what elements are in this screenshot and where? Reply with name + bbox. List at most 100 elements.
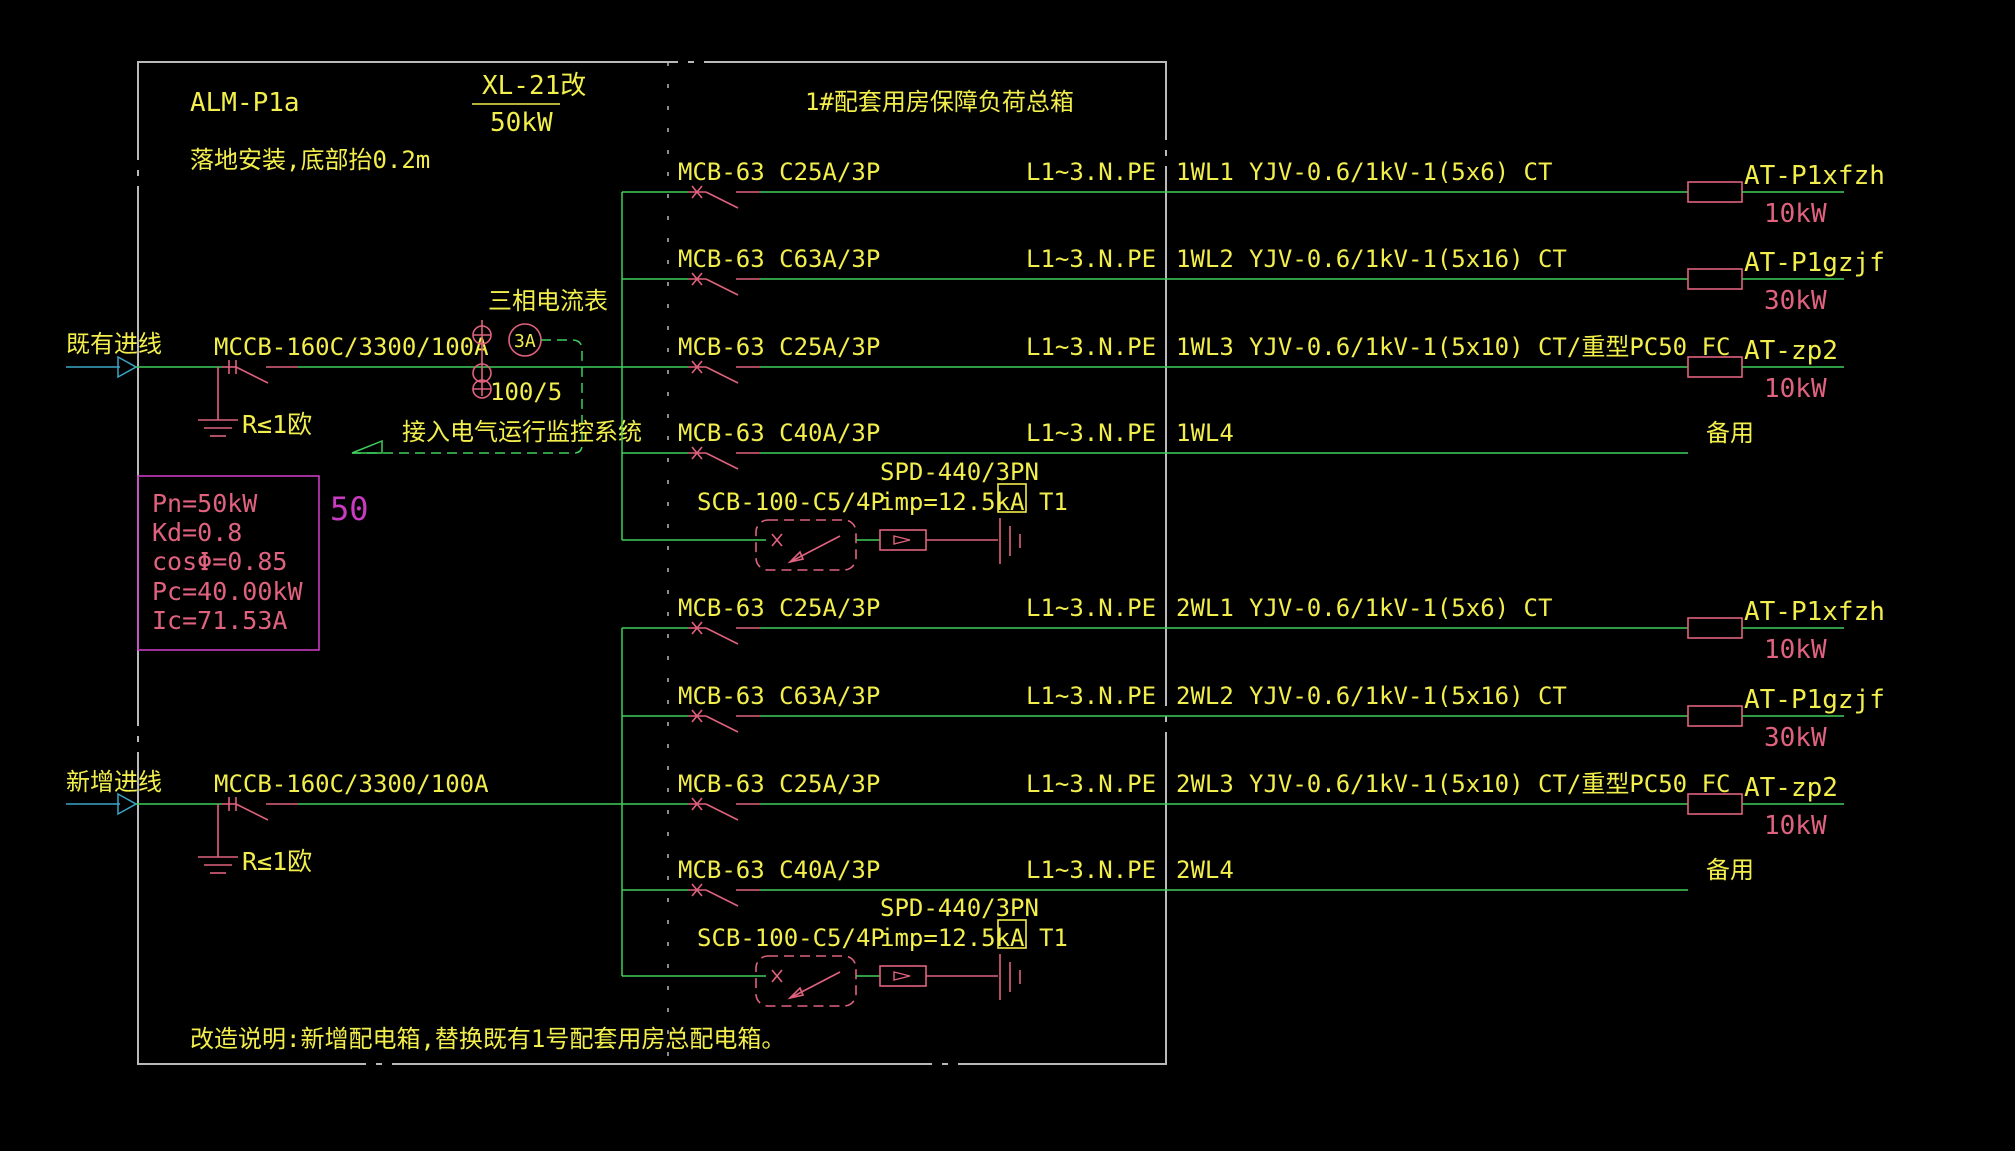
feeder-dest: AT-P1gzjf: [1744, 685, 1885, 715]
panel-rated-power: 50kW: [490, 108, 553, 138]
spd-model: SPD-440/3PN: [880, 458, 1039, 486]
feeder-breaker: MCB-63 C25A/3P: [678, 770, 880, 798]
calc-cos: cosΦ=0.85: [152, 547, 287, 576]
feeder-phase: L1~3.N.PE: [1026, 158, 1156, 186]
mcb-symbol: [688, 883, 760, 907]
calc-tag: 50: [330, 490, 369, 528]
feeder-dest: AT-P1xfzh: [1744, 597, 1885, 627]
spd-arrow: [893, 535, 911, 545]
feeder-breaker: MCB-63 C63A/3P: [678, 245, 880, 273]
feeder-power: 10kW: [1764, 635, 1827, 665]
panel-id: ALM-P1a: [190, 88, 300, 118]
scb-label: SCB-100-C5/4P: [697, 488, 885, 516]
feeder-circuit: 2WL3: [1176, 770, 1234, 798]
feeder-circuit: 2WL4: [1176, 856, 1234, 884]
spd-model: SPD-440/3PN: [880, 894, 1039, 922]
spd-arrow: [893, 971, 911, 981]
incomer-label-1: 既有进线: [66, 330, 162, 358]
feeder-phase: L1~3.N.PE: [1026, 594, 1156, 622]
feeder-breaker: MCB-63 C25A/3P: [678, 158, 880, 186]
feeder-cable: YJV-0.6/1kV-1(5x16) CT: [1249, 682, 1567, 710]
feeder-cable: YJV-0.6/1kV-1(5x6) CT: [1249, 594, 1552, 622]
feeder-breaker: MCB-63 C25A/3P: [678, 594, 880, 622]
monitor-note: 接入电气运行监控系统: [402, 418, 642, 446]
calc-pc: Pc=40.00kW: [152, 577, 303, 606]
calc-ic: Ic=71.53A: [152, 606, 287, 635]
feeder-dest: AT-zp2: [1744, 336, 1838, 366]
feeder-dest: AT-P1gzjf: [1744, 248, 1885, 278]
feeder-power: 10kW: [1764, 811, 1827, 841]
incomer-breaker-1: MCCB-160C/3300/100A: [214, 333, 489, 361]
feeder-breaker: MCB-63 C25A/3P: [678, 333, 880, 361]
mcb-symbol: [688, 709, 760, 733]
meter-symbol: 3A: [514, 331, 536, 352]
incomer-arrow-2: [117, 792, 138, 816]
mcb-symbol: [688, 797, 760, 821]
feeder-dest: AT-zp2: [1744, 773, 1838, 803]
monitor-dashed-link: [352, 339, 583, 454]
feeder-phase: L1~3.N.PE: [1026, 682, 1156, 710]
feeder-breaker: MCB-63 C40A/3P: [678, 419, 880, 447]
spd-ground-symbol: [999, 954, 1021, 1000]
feeder-row: MCB-63 C63A/3P L1~3.N.PE 1WL2 YJV-0.6/1kV-1…: [622, 245, 1885, 316]
feeder-phase: L1~3.N.PE: [1026, 770, 1156, 798]
feeder-phase: L1~3.N.PE: [1026, 333, 1156, 361]
scb-symbol: [771, 533, 841, 564]
feeder-cable: YJV-0.6/1kV-1(5x10) CT/重型PC50 FC: [1249, 333, 1730, 361]
feeder-cable: YJV-0.6/1kV-1(5x16) CT: [1249, 245, 1567, 273]
scb-dashed-box: [755, 519, 857, 571]
mccb-symbol-2: [198, 797, 298, 874]
spd-fuse-box: [879, 529, 927, 551]
incomer-ground-2: R≤1欧: [242, 847, 312, 876]
feeder-circuit: 1WL2: [1176, 245, 1234, 273]
feeder-dest: 备用: [1706, 419, 1754, 447]
panel-model: XL-21改: [482, 71, 586, 101]
mcb-symbol: [688, 185, 760, 209]
calc-pn: Pn=50kW: [152, 489, 258, 518]
feeder-circuit: 1WL4: [1176, 419, 1234, 447]
scb-symbol: [771, 969, 841, 1000]
feeder-breaker: MCB-63 C40A/3P: [678, 856, 880, 884]
feeder-cable: YJV-0.6/1kV-1(5x6) CT: [1249, 158, 1552, 186]
incomer-breaker-2: MCCB-160C/3300/100A: [214, 770, 489, 798]
spd-fuse-box: [879, 965, 927, 987]
spd-box: [997, 483, 1027, 513]
feeder-dest: 备用: [1706, 856, 1754, 884]
load-box: [1687, 268, 1743, 290]
feeder-circuit: 1WL3: [1176, 333, 1234, 361]
load-box: [1687, 181, 1743, 203]
feeder-power: 30kW: [1764, 286, 1827, 316]
feeder-phase: L1~3.N.PE: [1026, 245, 1156, 273]
ct-ratio: 100/5: [490, 378, 562, 406]
spd-ground-symbol: [999, 518, 1021, 564]
monitor-arrow: [351, 439, 383, 454]
load-box: [1687, 705, 1743, 727]
feeder-power: 30kW: [1764, 723, 1827, 753]
feeder-dest: AT-P1xfzh: [1744, 161, 1885, 191]
feeder-row: MCB-63 C25A/3P L1~3.N.PE 1WL3 YJV-0.6/1kV-1…: [622, 333, 1844, 404]
mcb-symbol: [688, 621, 760, 645]
feeder-row: MCB-63 C40A/3P L1~3.N.PE 1WL4 备用: [622, 419, 1754, 470]
feeder-circuit: 2WL2: [1176, 682, 1234, 710]
calc-kd: Kd=0.8: [152, 518, 242, 547]
feeder-power: 10kW: [1764, 374, 1827, 404]
feeder-cable: YJV-0.6/1kV-1(5x10) CT/重型PC50 FC: [1249, 770, 1730, 798]
incomer-label-2: 新增进线: [66, 768, 162, 796]
incomer-ground-1: R≤1欧: [242, 410, 312, 439]
mcb-symbol: [688, 272, 760, 296]
meter-title: 三相电流表: [488, 287, 608, 315]
panel-title: 1#配套用房保障负荷总箱: [805, 88, 1074, 116]
load-box: [1687, 617, 1743, 639]
feeder-phase: L1~3.N.PE: [1026, 419, 1156, 447]
spd-imp: imp=12.5kA T1: [880, 924, 1068, 952]
scb-dashed-box: [755, 955, 857, 1007]
mcb-symbol: [688, 446, 760, 470]
